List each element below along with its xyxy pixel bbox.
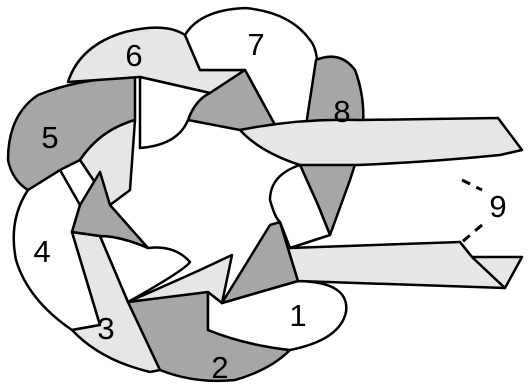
label-8: 8 bbox=[333, 94, 350, 129]
label-3: 3 bbox=[97, 311, 114, 346]
label-4: 4 bbox=[33, 234, 50, 269]
tail-upper bbox=[240, 118, 522, 165]
label-6: 6 bbox=[125, 38, 142, 73]
label-9: 9 bbox=[489, 189, 506, 224]
label-5: 5 bbox=[41, 120, 58, 155]
label-2: 2 bbox=[211, 350, 228, 385]
label-1: 1 bbox=[289, 298, 306, 333]
label-7: 7 bbox=[247, 27, 264, 62]
leader-9-lower bbox=[462, 225, 482, 242]
leader-9-upper bbox=[462, 180, 482, 190]
